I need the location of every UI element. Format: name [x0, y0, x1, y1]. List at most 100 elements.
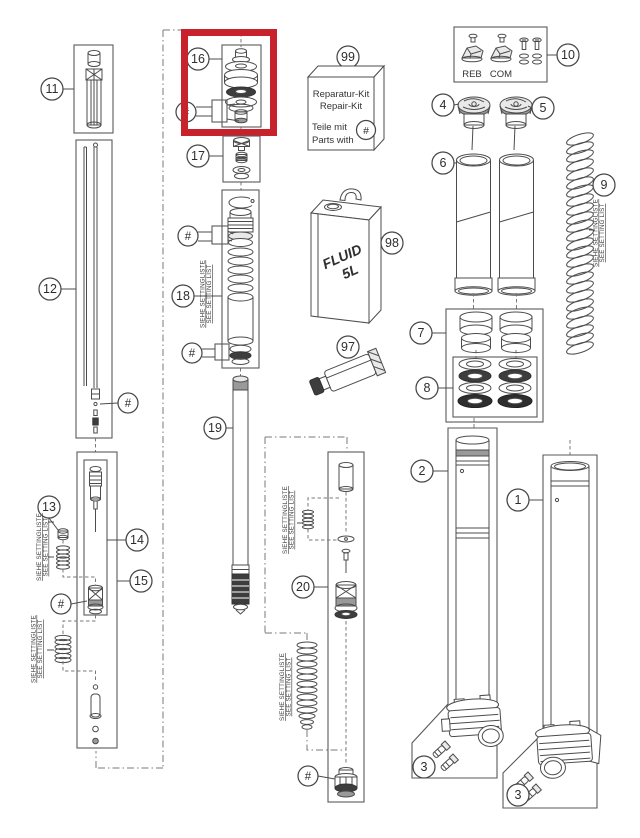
callout-4[interactable]: 4 [431, 93, 455, 117]
callout-7-label: 7 [418, 326, 425, 340]
bushings-group: 7 8 [409, 293, 571, 455]
inner-tube-group: 2 3 [410, 427, 504, 779]
part-2-box [411, 427, 498, 779]
compression-adjuster-drawing [87, 584, 104, 615]
com-label: COM [490, 69, 512, 80]
callout-6-label: 6 [440, 156, 447, 170]
part-19-drawing [231, 375, 250, 615]
callout-12-label: 12 [43, 282, 57, 296]
part-12-drawing [83, 142, 100, 434]
callout-9[interactable]: 9 [592, 173, 616, 197]
setting-note-bc-en: SEE SETTING LIST [286, 658, 293, 717]
callout-16[interactable]: 16 [186, 47, 210, 71]
callout-1[interactable]: 1 [506, 488, 530, 512]
callout-6[interactable]: 6 [431, 151, 455, 175]
callout-99-label: 99 [341, 50, 355, 64]
adjuster-screw-icon [519, 37, 529, 65]
callout-hash-label: # [185, 231, 192, 243]
group-boundary-lines [95, 29, 348, 769]
part-15-box [76, 451, 118, 749]
callout-18[interactable]: 18 [171, 284, 195, 308]
setting-note-20-de: SIEHE SETTINGLISTE [282, 486, 289, 554]
callout-7[interactable]: 7 [409, 321, 433, 345]
callout-hash-label: # [58, 599, 65, 611]
callout-18-label: 18 [176, 289, 190, 303]
center-axis-connectors [240, 33, 242, 379]
callout-3-label: 3 [515, 788, 522, 802]
part-7-box [445, 308, 544, 423]
part-8-box [452, 356, 538, 418]
callout-hash-label: # [305, 771, 312, 783]
setting-note-bc-de: SIEHE SETTINGLISTE [279, 653, 286, 721]
setting-note-9-de: SIEHE SETTINGLISTE [593, 199, 600, 267]
repair-kit-de: Reparatur-Kit [313, 89, 370, 100]
callout-16-label: 16 [191, 52, 205, 66]
callout-2-label: 2 [419, 464, 426, 478]
axle-screw-icon [439, 753, 459, 773]
callout-12[interactable]: 12 [38, 277, 62, 301]
callout-8-label: 8 [424, 381, 431, 395]
callout-20-label: 20 [296, 580, 310, 594]
part-11-group: 11 [40, 44, 114, 134]
callout-3-label: 3 [421, 760, 428, 774]
callout-9-label: 9 [601, 178, 608, 192]
axle-screw-icon [431, 740, 451, 760]
callout-97[interactable]: 97 [336, 335, 360, 359]
callout-11[interactable]: 11 [40, 77, 64, 101]
setting-note-13-de: SIEHE SETTINGLISTE [36, 513, 43, 581]
part-20-group: 20 SIEHE SETTINGLISTE SEE SETTING LIST S… [279, 451, 365, 803]
callout-hash-label: # [363, 125, 369, 137]
bushing-right-drawing [499, 311, 533, 353]
callout-2[interactable]: 2 [410, 459, 434, 483]
callout-98-label: 98 [385, 236, 399, 250]
repair-kit-group: 99 Reparatur-Kit Repair-Kit Teile mit Pa… [306, 45, 386, 152]
part-19-group: 19 [203, 375, 250, 615]
callout-13[interactable]: 13 [37, 495, 61, 519]
callout-hash-kit[interactable]: # [355, 119, 377, 141]
seal-right-drawing [497, 358, 533, 408]
callout-20[interactable]: 20 [291, 575, 315, 599]
setting-note-low-de: SIEHE SETTINGLISTE [31, 615, 38, 683]
setting-note-9-en: SEE SETTING LIST [599, 204, 606, 263]
main-spring-group [564, 129, 596, 358]
bushing-left-drawing [459, 311, 493, 353]
callout-99[interactable]: 99 [336, 45, 360, 69]
callout-3-right[interactable]: 3 [506, 783, 530, 807]
part-11-drawing [85, 50, 103, 129]
callout-10[interactable]: 10 [556, 43, 580, 67]
callout-19[interactable]: 19 [203, 416, 227, 440]
callout-14-label: 14 [130, 533, 144, 547]
callout-hash-18-bottom[interactable]: # [181, 342, 203, 364]
part-17-drawing [232, 137, 251, 180]
callout-hash-18-top[interactable]: # [177, 225, 199, 247]
parts-with-en: Parts with [312, 135, 354, 146]
part-16-box [221, 44, 262, 128]
callout-8[interactable]: 8 [415, 376, 439, 400]
cartridge-right-drawing [497, 153, 536, 296]
fluid-can-group: FLUID 5L 98 [309, 188, 404, 325]
callout-5[interactable]: 5 [531, 96, 555, 120]
fluid-can-drawing [309, 188, 383, 325]
callout-17[interactable]: 17 [186, 144, 210, 168]
part-20-drawing [302, 462, 358, 798]
part-13-drawing [48, 521, 70, 570]
repair-kit-en: Repair-Kit [320, 101, 363, 112]
part-16-drawing [224, 48, 258, 124]
lower-spring-drawing [47, 634, 72, 664]
outer-tube-drawing [546, 461, 594, 740]
bottom-spring-drawing [296, 641, 318, 730]
callout-hash-foot[interactable]: # [297, 765, 319, 787]
cartridge-tubes-group: 6 [431, 151, 536, 296]
callout-15[interactable]: 15 [129, 569, 153, 593]
callout-hash-adjuster[interactable]: # [50, 593, 72, 615]
callout-4-label: 4 [440, 98, 447, 112]
callout-3-left[interactable]: 3 [412, 755, 436, 779]
callout-hash-rod[interactable]: # [117, 392, 139, 414]
callout-98[interactable]: 98 [380, 231, 404, 255]
callout-1-label: 1 [515, 493, 522, 507]
setting-note-18-en: SEE SETTING LIST [206, 265, 213, 324]
part-20-box [327, 451, 365, 803]
setting-note-20-en: SEE SETTING LIST [289, 491, 296, 550]
callout-14[interactable]: 14 [125, 528, 149, 552]
